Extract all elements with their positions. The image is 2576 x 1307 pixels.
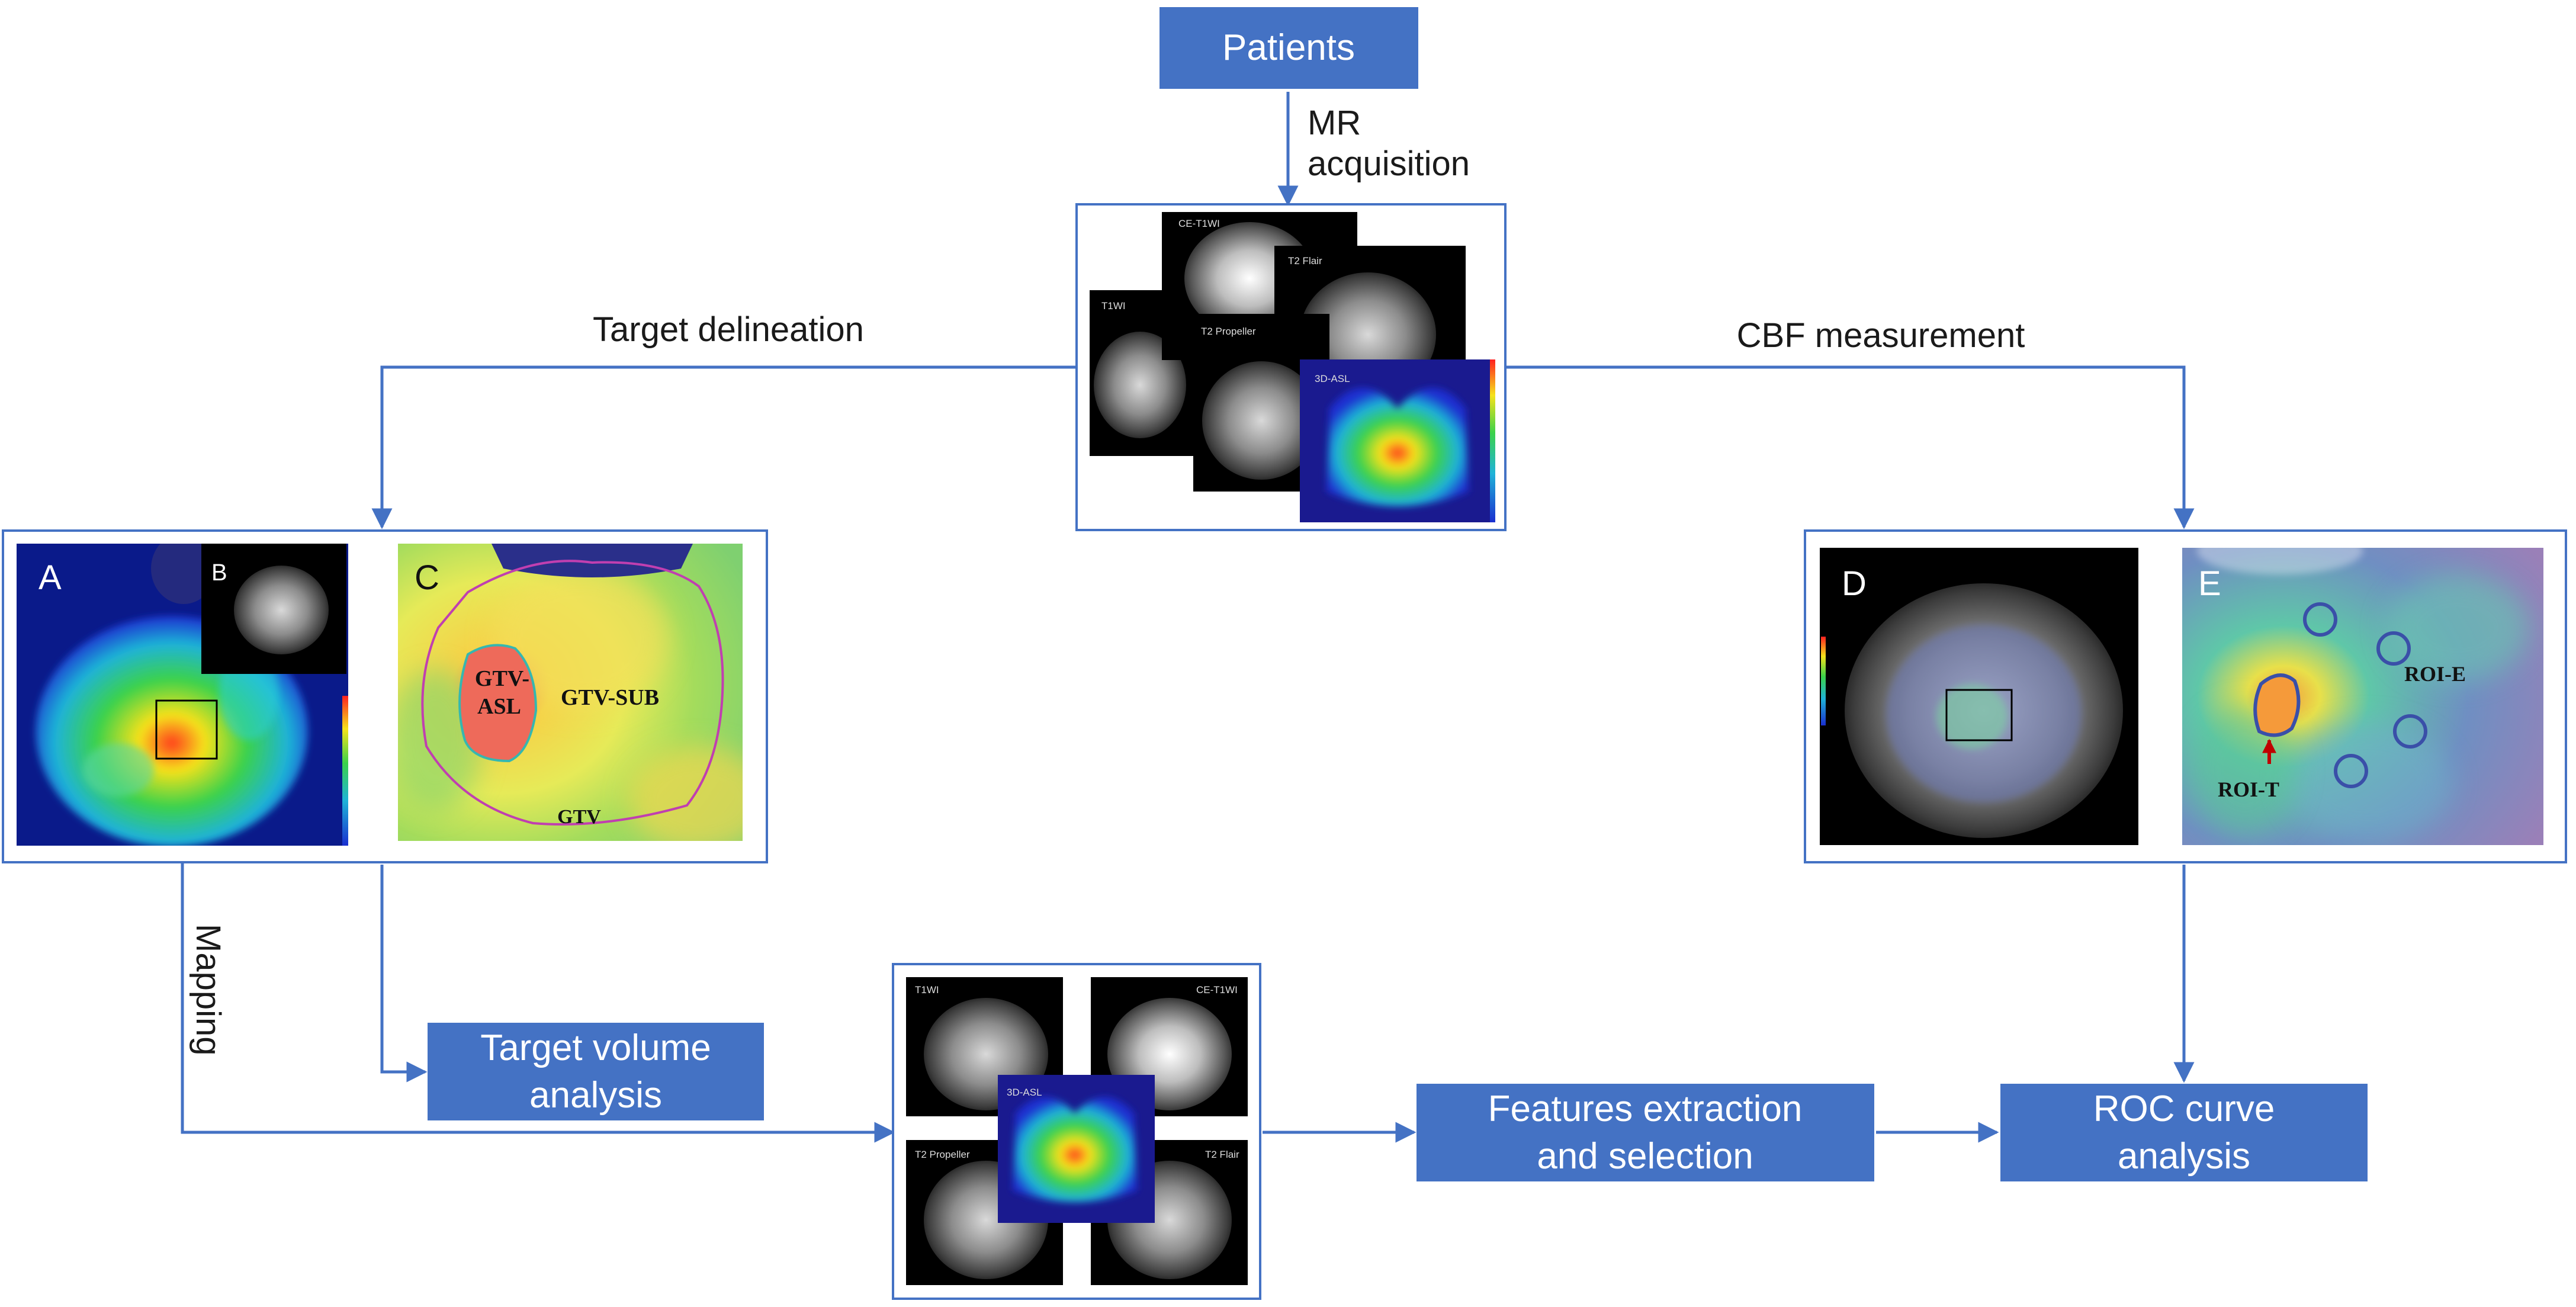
- cbf-measurement-panels: D E ROI-E ROI-T: [1804, 529, 2567, 863]
- target-delineation-panels: A B C GTV- ASL GTV-SUB GTV: [2, 529, 768, 863]
- target-volume-label-line2: analysis: [529, 1075, 662, 1116]
- target-volume-label-line1: Target volume: [480, 1027, 711, 1068]
- arrow-cbf-measurement: [1505, 365, 2195, 529]
- mri-label-t2-flair: T2 Flair: [1288, 255, 1322, 266]
- grid-label-t1wi: T1WI: [915, 984, 939, 995]
- roc-box: ROC curve analysis: [2000, 1084, 2368, 1181]
- mri-label-ce-t1wi: CE-T1WI: [1178, 218, 1220, 229]
- mri-label-t1wi: T1WI: [1101, 300, 1126, 312]
- mri-mapping-grid: T1WI CE-T1WI T2 Propeller T2 Flair 3D-AS…: [892, 963, 1261, 1300]
- features-box: Features extraction and selection: [1417, 1084, 1874, 1181]
- panel-e: E ROI-E ROI-T: [2182, 548, 2543, 845]
- panel-b: B: [201, 544, 346, 674]
- mr-acquisition-label-line1: MR: [1308, 104, 1361, 142]
- grid-label-t2-propeller: T2 Propeller: [915, 1149, 970, 1160]
- gtv-contour: [421, 560, 724, 826]
- features-label-line2: and selection: [1537, 1136, 1753, 1177]
- arrow-target-delineation: [371, 365, 1077, 529]
- roi-e-circle-2: [2376, 631, 2411, 666]
- patients-label: Patients: [1222, 27, 1355, 68]
- panel-d: D: [1820, 548, 2138, 845]
- panel-c: C GTV- ASL GTV-SUB GTV: [398, 544, 743, 841]
- target-delineation-label: Target delineation: [593, 310, 864, 349]
- arrow-mapping: [181, 848, 895, 1143]
- mri-label-t2-propeller: T2 Propeller: [1201, 326, 1256, 337]
- target-volume-box: Target volume analysis: [428, 1023, 764, 1120]
- roi-e-circle-4: [2334, 754, 2368, 788]
- roi-e-label: ROI-E: [2404, 662, 2466, 686]
- panel-c-letter: C: [415, 558, 439, 597]
- roi-e-circle-3: [2393, 714, 2427, 749]
- panel-b-letter: B: [211, 560, 227, 586]
- features-label-line1: Features extraction: [1488, 1088, 1803, 1129]
- gtv-label: GTV: [557, 806, 601, 828]
- roi-t-contour: [2253, 673, 2301, 737]
- cbf-measurement-label: CBF measurement: [1737, 316, 2025, 355]
- gtv-asl-label-line1: GTV-: [475, 666, 529, 691]
- roi-e-circle-1: [2303, 602, 2337, 637]
- gtv-sub-label: GTV-SUB: [561, 685, 659, 710]
- roi-t-label: ROI-T: [2218, 778, 2279, 801]
- panel-a-letter: A: [38, 558, 62, 597]
- mri-acquisition-stack: T1WI CE-T1WI T2 Flair T2 Propeller 3D-AS…: [1075, 203, 1507, 531]
- gtv-asl-contour: [458, 644, 538, 763]
- mri-label-3d-asl: 3D-ASL: [1315, 373, 1350, 384]
- grid-label-t2-flair: T2 Flair: [1205, 1149, 1239, 1160]
- gtv-asl-label-line2: ASL: [477, 694, 521, 719]
- patients-box: Patients: [1159, 7, 1418, 89]
- panel-d-letter: D: [1842, 564, 1867, 603]
- mapping-label: Mapping: [189, 924, 227, 1055]
- connectors: [181, 92, 2195, 1143]
- grid-label-3d-asl: 3D-ASL: [1007, 1087, 1042, 1098]
- panel-e-letter: E: [2198, 564, 2221, 603]
- arrow-c-to-target-volume: [380, 865, 428, 1083]
- grid-label-ce-t1wi: CE-T1WI: [1196, 984, 1238, 995]
- roc-label-line1: ROC curve: [2093, 1088, 2275, 1129]
- mr-acquisition-label-line2: acquisition: [1308, 144, 1470, 183]
- roc-label-line2: analysis: [2118, 1136, 2250, 1177]
